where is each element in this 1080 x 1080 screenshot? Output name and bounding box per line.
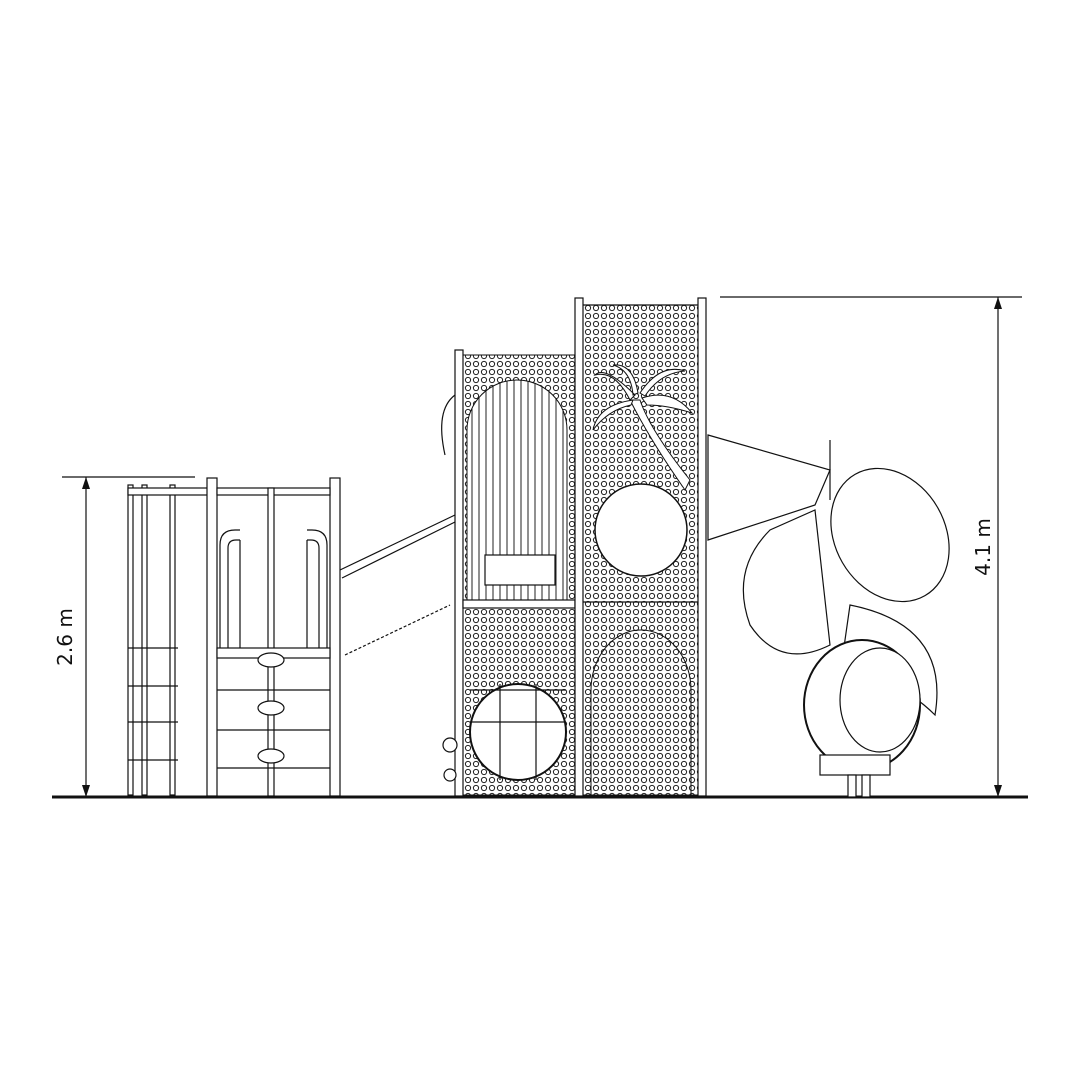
left-height-label: 2.6 m xyxy=(53,608,77,666)
right-height-label: 4.1 m xyxy=(971,518,995,576)
tall-tower xyxy=(574,297,707,797)
middle-tower xyxy=(441,349,576,797)
spiral-slide xyxy=(707,434,950,798)
climbing-frame xyxy=(206,477,456,797)
ladder xyxy=(127,484,211,796)
left-height-dimension: 2.6 m xyxy=(53,476,195,797)
palm-tree-cutout xyxy=(592,364,694,491)
right-height-dimension: 4.1 m xyxy=(720,296,1022,797)
